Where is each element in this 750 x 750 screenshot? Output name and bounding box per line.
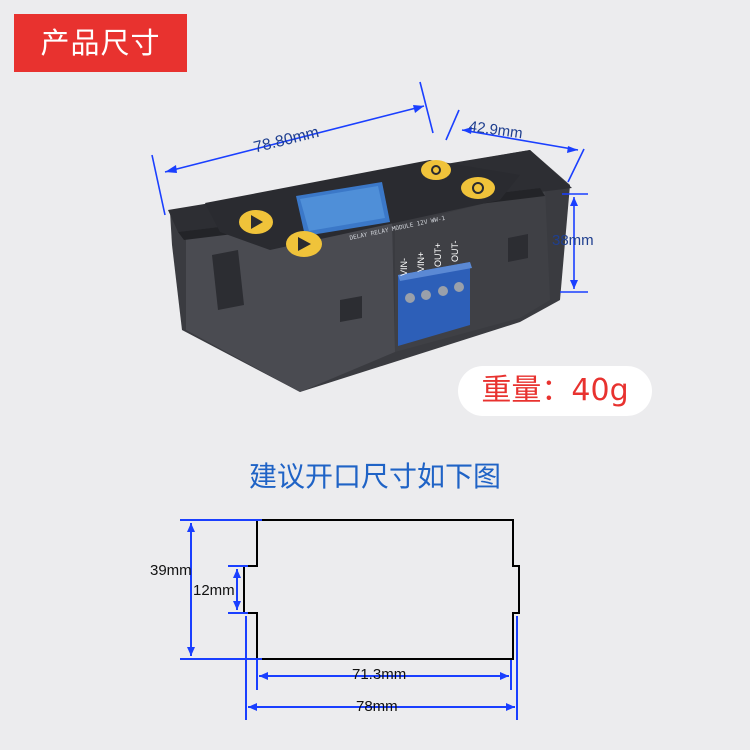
product-size-title: 产品尺寸 — [14, 14, 187, 72]
terminal-block — [398, 262, 472, 346]
cutout-dimension-lines — [180, 519, 518, 720]
cutout-height-label: 39mm — [150, 562, 192, 579]
height-dimension-label: 38mm — [552, 232, 594, 249]
cutout-notch-label: 12mm — [193, 582, 235, 599]
play-button-left2-icon — [286, 231, 322, 257]
terminal-label-3: OUT- — [450, 240, 460, 262]
cutout-title: 建议开口尺寸如下图 — [248, 460, 501, 493]
product-dimension-lines — [151, 81, 588, 293]
terminal-label-1: VIN+ — [416, 252, 426, 272]
terminal-label-0: VIN- — [399, 258, 409, 276]
play-button-left-icon — [239, 210, 273, 234]
cutout-shape — [243, 519, 520, 660]
cutout-inner-width-label: 71.3mm — [352, 666, 407, 683]
cutout-outer-width-label: 78mm — [356, 698, 398, 715]
settings-button-icon — [421, 160, 451, 180]
power-button-icon — [461, 177, 495, 199]
terminal-label-2: OUT+ — [433, 243, 443, 267]
weight-badge: 重量：40g — [458, 366, 652, 416]
